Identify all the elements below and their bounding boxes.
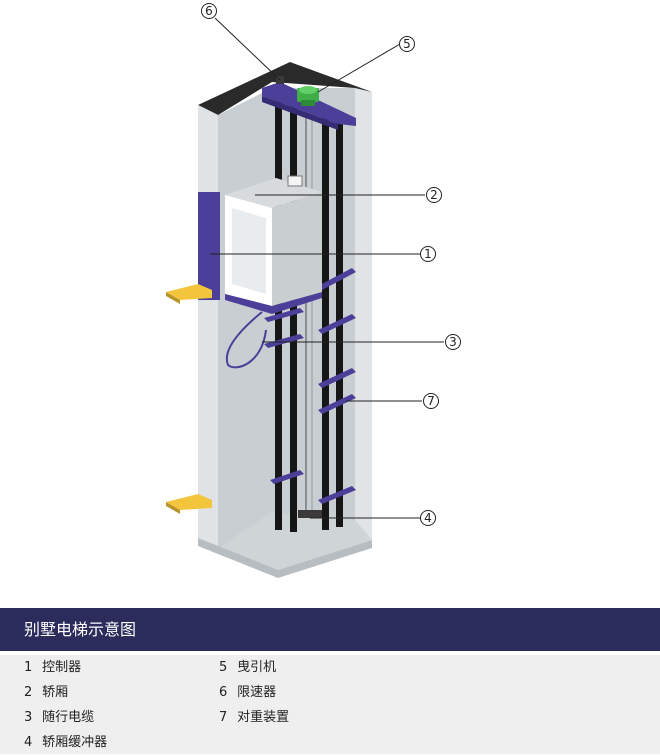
legend-title-bar: 别墅电梯示意图: [0, 608, 660, 651]
counterweight-brackets: [270, 268, 356, 504]
legend-item-number: 4: [24, 735, 33, 750]
legend-row: 2 轿厢 6 限速器: [0, 680, 660, 705]
legend-item-number: 7: [219, 710, 228, 725]
callout-3-number: 3: [449, 335, 457, 349]
legend-item-number: 2: [24, 685, 33, 700]
traveling-cable: [225, 311, 267, 369]
callout-5: 5: [399, 36, 415, 52]
callout-6: 6: [201, 3, 217, 19]
callout-4-number: 4: [424, 511, 432, 525]
legend-item-label: 轿厢缓冲器: [42, 735, 108, 750]
legend-item: 7 对重装置: [219, 705, 289, 730]
legend-row: 4 轿厢缓冲器: [0, 730, 660, 754]
car-buffer-icon: [298, 510, 322, 518]
legend-item-label: 对重装置: [237, 710, 290, 725]
callout-6-number: 6: [205, 4, 213, 18]
shaft-base: [198, 538, 372, 578]
shaft-right-wall: [355, 88, 372, 540]
callout-5-number: 5: [403, 37, 411, 51]
elevator-diagram: 6 5 2 1 3 7 4: [166, 3, 461, 578]
legend-item-number: 1: [24, 660, 33, 675]
lower-landing-sill-edge: [166, 502, 180, 514]
shaft-top-frame: [198, 62, 372, 115]
callout-2-number: 2: [430, 188, 438, 202]
callout-7-number: 7: [427, 394, 435, 408]
shaft-front-pillar: [198, 105, 218, 548]
elevator-car: [225, 175, 322, 314]
callout-7: 7: [423, 393, 439, 409]
callout-1-number: 1: [424, 247, 432, 261]
legend-row: 1 控制器 5 曳引机: [0, 655, 660, 680]
legend-item-number: 3: [24, 710, 33, 725]
legend-item-number: 6: [219, 685, 228, 700]
legend-item-label: 曳引机: [237, 660, 277, 675]
legend-item: 5 曳引机: [219, 655, 276, 680]
legend-item: 3 随行电缆: [24, 705, 94, 730]
legend-item: 2 轿厢: [24, 680, 68, 705]
lower-landing-sill: [166, 494, 212, 510]
legend-item: 1 控制器: [24, 655, 81, 680]
legend-item-label: 随行电缆: [42, 710, 95, 725]
callout-5-leader: [317, 43, 401, 93]
legend-row: 3 随行电缆 7 对重装置: [0, 705, 660, 730]
traction-machine-icon: [297, 86, 319, 106]
landing-door-frame: [198, 192, 220, 300]
shaft-floor: [218, 512, 372, 570]
guide-rail-mid-right: [322, 110, 329, 530]
callout-1: 1: [420, 246, 436, 262]
legend-item-label: 限速器: [237, 685, 277, 700]
legend-item: 6 限速器: [219, 680, 276, 705]
upper-landing-sill-edge: [166, 292, 180, 304]
legend-title: 别墅电梯示意图: [24, 620, 137, 639]
legend-item-number: 5: [219, 660, 228, 675]
machine-beam-front: [262, 96, 338, 130]
car-rail-brackets: [264, 308, 304, 348]
callout-2: 2: [426, 187, 442, 203]
legend-item-label: 控制器: [42, 660, 82, 675]
callout-3: 3: [445, 334, 461, 350]
legend-item: 4 轿厢缓冲器: [24, 730, 107, 755]
guide-rail-right: [336, 112, 343, 527]
legend-item-label: 轿厢: [42, 685, 69, 700]
upper-landing-sill: [166, 284, 212, 300]
callout-6-leader: [214, 17, 281, 81]
guide-rail-mid-left: [290, 100, 297, 532]
callout-4: 4: [420, 510, 436, 526]
